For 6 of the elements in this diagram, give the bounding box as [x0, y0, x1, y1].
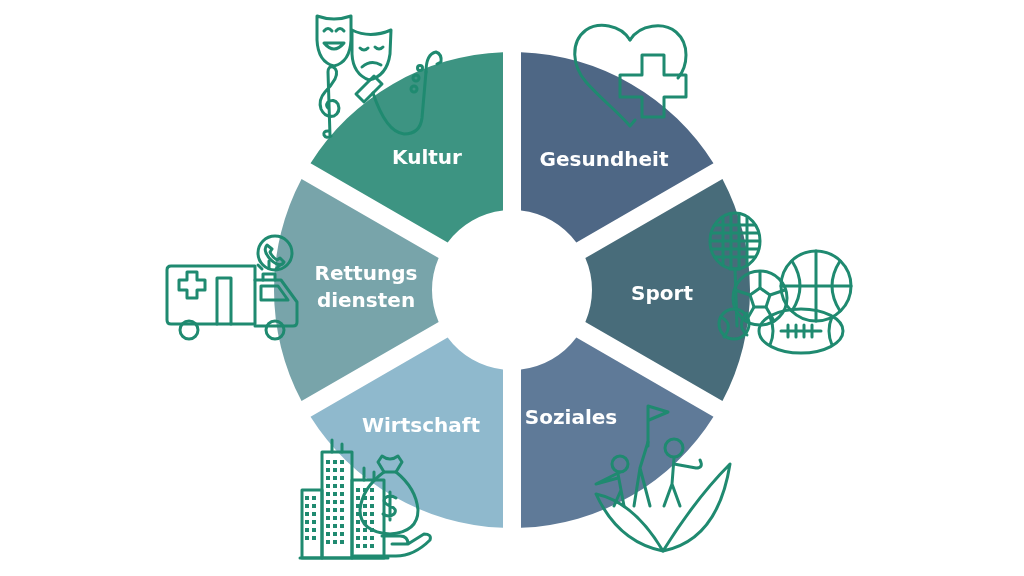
segment-label: Rettungs diensten: [313, 260, 419, 314]
segment-label: Soziales: [524, 403, 618, 431]
segment-label: Kultur: [392, 143, 462, 171]
segment-label: Wirtschaft: [361, 411, 481, 439]
segment-label: Sport: [631, 279, 693, 307]
segment-label: Gesundheit: [539, 145, 669, 173]
